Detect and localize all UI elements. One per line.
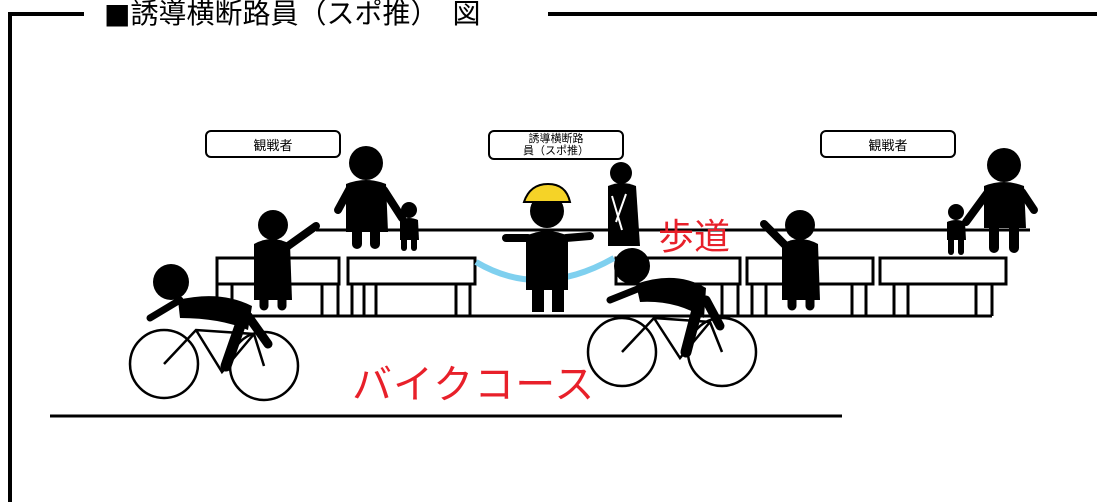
bench <box>878 256 1008 316</box>
spectator-figure <box>760 210 820 311</box>
cyclist <box>586 248 758 388</box>
spectator-figure <box>400 202 419 251</box>
outer-frame <box>8 12 1097 502</box>
spectator-figure <box>254 210 320 311</box>
spectator-figure <box>334 146 406 249</box>
diagram-title: ■誘導横断路員（スポ推） 図 <box>92 0 497 34</box>
spectator-figure <box>947 204 966 255</box>
bench <box>346 256 477 316</box>
sidewalk-label: 歩道 <box>658 217 731 258</box>
cyclist <box>128 264 300 402</box>
walker-figure <box>608 162 640 246</box>
benches <box>215 256 1008 318</box>
spectator-figures <box>254 146 1038 311</box>
label-spectators-right: 観戦者 <box>820 130 956 158</box>
label-spectators-left: 観戦者 <box>205 130 341 158</box>
spectator-figure <box>962 148 1038 253</box>
bike-course-label: バイクコース <box>352 362 596 408</box>
label-guide-staff: 誘導横断路 員（スポ推） <box>488 130 624 160</box>
guide-staff-figure <box>502 182 594 312</box>
